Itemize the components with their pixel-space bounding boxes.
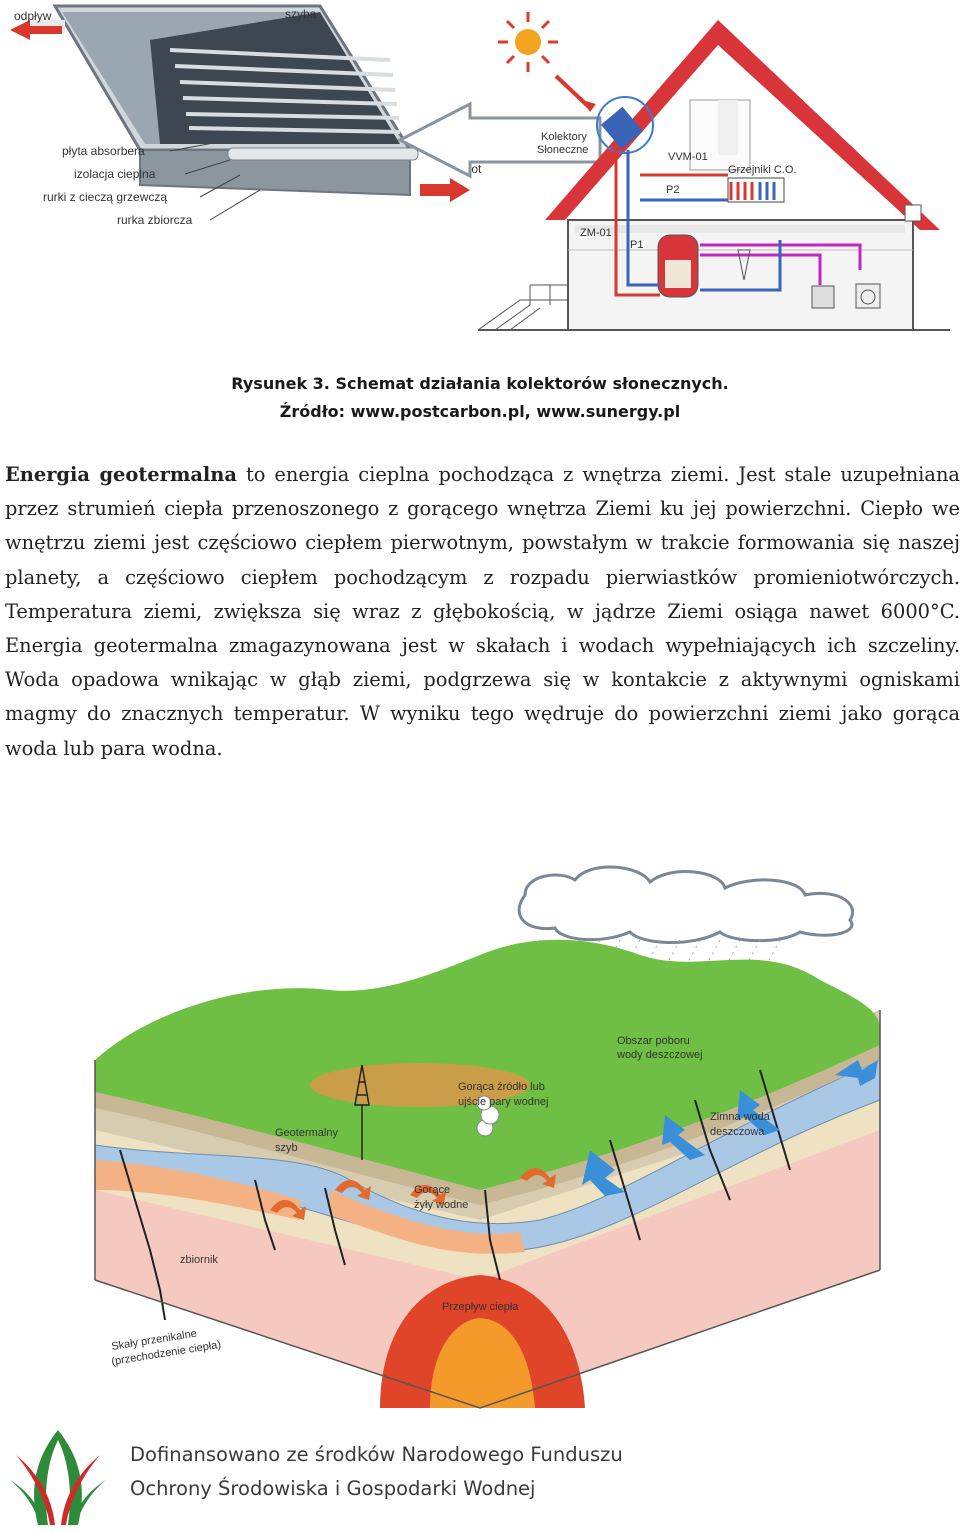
- nfosigw-logo: [10, 1430, 106, 1525]
- collector-panel-illustration: [30, 4, 419, 197]
- label-kolektory-2: Słoneczne: [537, 144, 588, 156]
- label-p1: P1: [630, 239, 643, 251]
- label-rurki: rurki z cieczą grzewczą: [43, 190, 167, 204]
- transfer-arrow: [396, 101, 602, 179]
- geothermal-figure: Obszar poboru wody deszczowej Gorąca źró…: [94, 865, 881, 1409]
- label-p2: P2: [666, 184, 679, 196]
- caption-line-1: Rysunek 3. Schemat działania kolektorów …: [231, 374, 729, 393]
- label-zimna-1: Zimna woda: [710, 1111, 771, 1123]
- label-odplyw: odpływ: [14, 9, 52, 23]
- label-kolektory-1: Kolektory: [541, 131, 587, 143]
- label-zbiornik: zbiornik: [180, 1254, 218, 1266]
- label-otwor-1: Geotermalny: [275, 1127, 338, 1139]
- body-lead: Energia geotermalna: [5, 463, 237, 486]
- label-otwor-2: szyb: [275, 1142, 298, 1154]
- body-paragraph: Energia geotermalna to energia cieplna p…: [5, 458, 960, 766]
- solar-collector-figure: odpływ szyba płyta absorbera izolacja ci…: [10, 4, 950, 331]
- label-izolacja: izolacja cieplna: [74, 167, 156, 181]
- label-grzejniki: Grzejniki C.O.: [728, 164, 796, 176]
- label-zyly-2: żyły wodne: [414, 1199, 468, 1211]
- label-rurka: rurka zbiorcza: [117, 213, 193, 227]
- odplyw-arrow: [10, 20, 62, 40]
- label-przeplyw: Przepływ ciepła: [442, 1301, 519, 1313]
- label-obszar-1: Obszar poboru: [617, 1035, 690, 1047]
- earth-block: [94, 939, 881, 1409]
- cloud-icon: [517, 865, 854, 944]
- label-obszar-2: wody deszczowej: [616, 1049, 703, 1061]
- wlot-arrow: [420, 178, 470, 202]
- sun-icon: [498, 12, 596, 112]
- label-zm: ZM-01: [580, 227, 612, 239]
- house-illustration: [477, 20, 950, 331]
- figure-caption: Rysunek 3. Schemat działania kolektorów …: [0, 370, 960, 426]
- label-zimna-2: deszczowa: [710, 1126, 765, 1138]
- label-szyba: szyba: [285, 7, 317, 21]
- caption-line-2: Źródło: www.postcarbon.pl, www.sunergy.p…: [279, 402, 681, 421]
- label-goraca-2: ujście pary wodnej: [458, 1096, 549, 1108]
- label-vvm: VVM-01: [668, 151, 708, 163]
- label-goraca-1: Gorąca źródło lub: [458, 1081, 545, 1093]
- footer-line-1: Dofinansowano ze środków Narodowego Fund…: [130, 1443, 623, 1466]
- label-plyta: płyta absorbera: [62, 144, 145, 158]
- label-zyly-1: Gorące: [414, 1184, 450, 1196]
- body-text: to energia cieplna pochodząca z wnętrza …: [5, 463, 960, 760]
- footer-text: Dofinansowano ze środków Narodowego Fund…: [130, 1438, 623, 1506]
- footer-line-2: Ochrony Środowiska i Gospodarki Wodnej: [130, 1477, 536, 1500]
